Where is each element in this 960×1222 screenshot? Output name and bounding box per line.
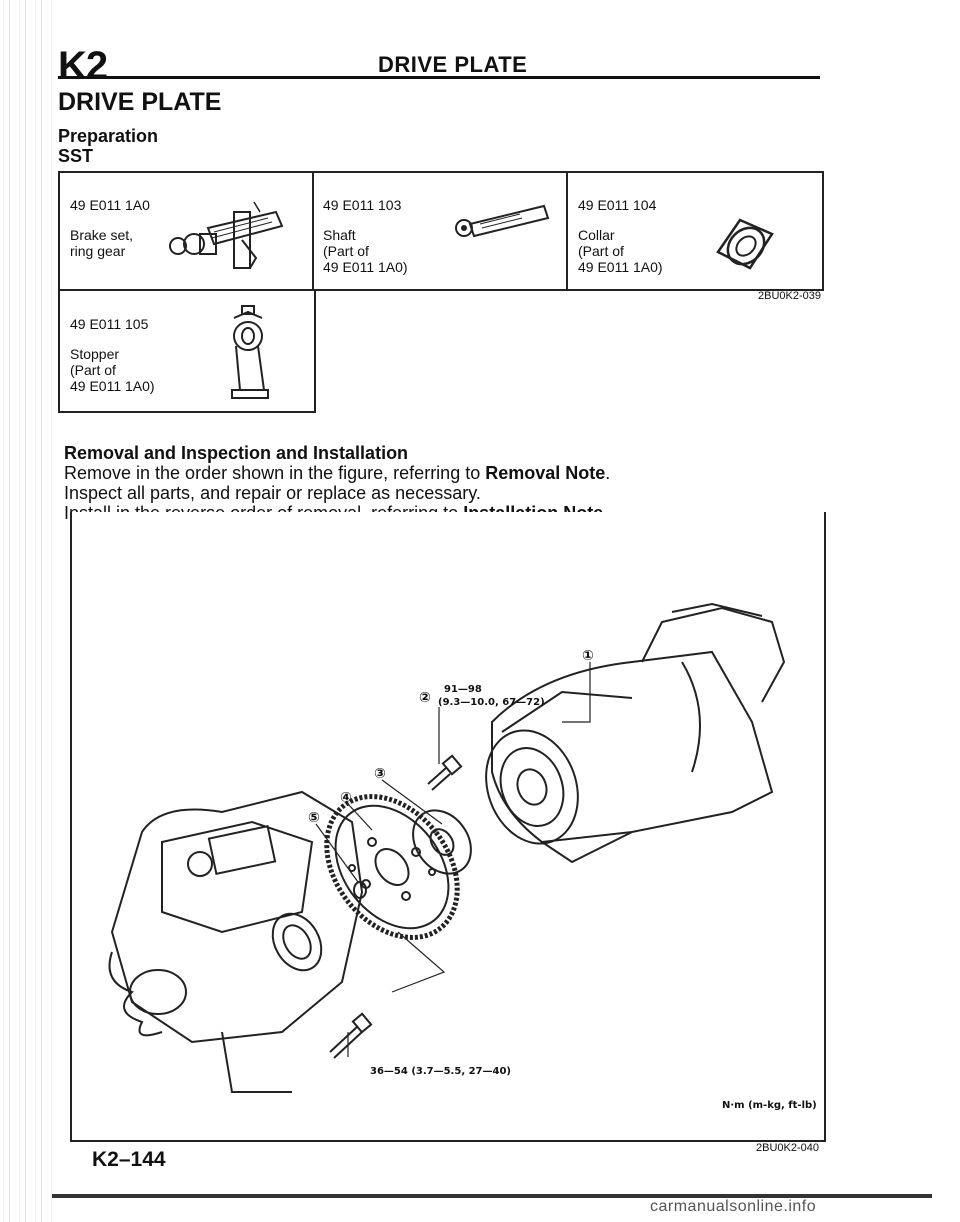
engine-illustration bbox=[108, 790, 364, 1093]
sst-name: (Part of bbox=[578, 243, 624, 259]
diagram-figure-ref: 2BU0K2-040 bbox=[756, 1142, 819, 1154]
sst-name: (Part of bbox=[323, 243, 369, 259]
sst-cell-brake-set: 49 E011 1A0 Brake set, ring gear bbox=[70, 197, 150, 259]
sst-name: 49 E011 1A0) bbox=[323, 259, 408, 275]
sst-number: 49 E011 103 bbox=[323, 197, 402, 213]
scan-edge-artifact bbox=[0, 0, 52, 1222]
sst-number: 49 E011 104 bbox=[578, 197, 657, 213]
procedure-step: Remove in the order shown in the figure,… bbox=[64, 463, 610, 484]
callout-5: ⑤ bbox=[308, 810, 320, 826]
sst-name: 49 E011 1A0) bbox=[70, 378, 155, 394]
sst-number: 49 E011 1A0 bbox=[70, 197, 150, 213]
page-title: DRIVE PLATE bbox=[378, 52, 528, 77]
procedure-title: Removal and Inspection and Installation bbox=[64, 443, 409, 463]
preparation-heading: Preparation bbox=[58, 126, 159, 146]
callout-2: ② bbox=[419, 690, 431, 706]
drive-plate-part bbox=[324, 794, 460, 940]
collar-icon bbox=[716, 218, 774, 270]
lower-bolt-part bbox=[329, 1012, 373, 1059]
torque-spec-upper: 91—98 bbox=[444, 684, 482, 695]
drive-plate-illustration bbox=[108, 602, 786, 1093]
procedure-step: Inspect all parts, and repair or replace… bbox=[64, 483, 481, 504]
sst-cell-collar: 49 E011 104 Collar (Part of 49 E011 1A0) bbox=[578, 197, 663, 275]
sst-cell-stopper: 49 E011 105 Stopper (Part of 49 E011 1A0… bbox=[70, 316, 155, 394]
sst-name: Stopper bbox=[70, 346, 120, 362]
sst-name: Shaft bbox=[323, 227, 356, 243]
spacer-part bbox=[353, 881, 367, 899]
adapter-part bbox=[412, 809, 472, 875]
sst-cell-shaft: 49 E011 103 Shaft (Part of 49 E011 1A0) bbox=[323, 197, 408, 275]
sst-divider bbox=[566, 171, 568, 289]
callout-3: ③ bbox=[374, 766, 386, 782]
sst-name: 49 E011 1A0) bbox=[578, 259, 663, 275]
chapter-code: K2 bbox=[58, 44, 108, 88]
exploded-view-diagram: ① ② ③ ④ ⑤ 91—98 (9.3—10.0, 67—72) 36—54 … bbox=[70, 512, 826, 1142]
torque-spec-lower: 36—54 (3.7—5.5, 27—40) bbox=[370, 1066, 511, 1077]
brake-set-icon bbox=[169, 201, 284, 269]
torque-spec-upper: (9.3—10.0, 67—72) bbox=[438, 697, 545, 708]
sst-name: (Part of bbox=[70, 362, 116, 378]
step-text: Inspect all parts, and repair or replace… bbox=[64, 483, 481, 503]
sst-figure-ref: 2BU0K2-039 bbox=[758, 290, 821, 302]
callout-4: ④ bbox=[340, 790, 352, 806]
page-number: K2–144 bbox=[92, 1148, 166, 1171]
sst-heading: SST bbox=[58, 146, 94, 166]
step-reference: Removal Note bbox=[485, 463, 606, 483]
step-text: . bbox=[605, 463, 611, 483]
shaft-icon bbox=[455, 204, 550, 238]
transmission-illustration bbox=[485, 602, 786, 864]
sst-name: ring gear bbox=[70, 243, 126, 259]
sst-name: Collar bbox=[578, 227, 615, 243]
sst-name: Brake set, bbox=[70, 227, 134, 243]
torque-units: N·m (m-kg, ft-lb) bbox=[722, 1100, 817, 1111]
watermark: carmanualsonline.info bbox=[650, 1198, 817, 1215]
sst-table-row-1 bbox=[58, 171, 824, 291]
section-title: DRIVE PLATE bbox=[58, 88, 222, 116]
header-rule bbox=[58, 76, 820, 79]
sst-divider bbox=[312, 171, 314, 289]
callout-1: ① bbox=[582, 648, 594, 664]
leader-lines bbox=[315, 662, 591, 1057]
bottom-rule bbox=[52, 1194, 932, 1198]
sst-table-row-2 bbox=[58, 289, 316, 413]
sst-number: 49 E011 105 bbox=[70, 316, 149, 332]
upper-bolt-part bbox=[427, 754, 463, 791]
stopper-icon bbox=[231, 305, 269, 399]
step-text: Remove in the order shown in the figure,… bbox=[64, 463, 486, 483]
